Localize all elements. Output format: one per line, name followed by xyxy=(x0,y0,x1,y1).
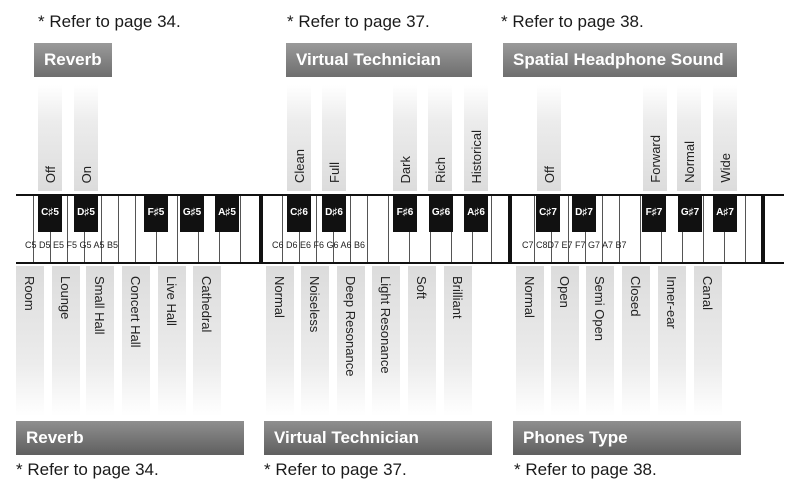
virtual-technician-top-header: Virtual Technician xyxy=(286,43,472,77)
black-key-c-sharp-6: C♯6 xyxy=(287,196,311,232)
vt-type-normal: Normal xyxy=(266,266,294,416)
vt-type-light-resonance: Light Resonance xyxy=(372,266,400,416)
vt-option-clean: Clean xyxy=(287,85,311,191)
white-keys-octave-7: C7 C8D7 E7 F7 G7 A7 B7 xyxy=(522,240,627,250)
black-key-a-sharp-6: A♯6 xyxy=(464,196,488,232)
vt-type-deep-resonance: Deep Resonance xyxy=(337,266,365,416)
virtual-technician-bottom-header: Virtual Technician xyxy=(264,421,492,455)
vt-option-dark: Dark xyxy=(393,85,417,191)
black-key-f-sharp-6: F♯6 xyxy=(393,196,417,232)
octave-divider xyxy=(508,196,512,262)
vt-type-soft: Soft xyxy=(408,266,436,416)
phones-type-semi-open: Semi Open xyxy=(586,266,614,416)
black-key-c-sharp-7: C♯7 xyxy=(536,196,560,232)
black-key-d-sharp-5: D♯5 xyxy=(74,196,98,232)
phones-type-normal: Normal xyxy=(516,266,544,416)
spatial-sound-top-header: Spatial Headphone Sound xyxy=(503,43,737,77)
reverb-type-live-hall: Live Hall xyxy=(158,266,186,416)
vt-option-rich: Rich xyxy=(428,85,452,191)
reverb-type-small-hall: Small Hall xyxy=(86,266,114,416)
spatial-sound-top-reference: * Refer to page 38. xyxy=(501,12,644,31)
spatial-option-off: Off xyxy=(537,85,561,191)
white-keys-octave-5: C5 D5 E5 F5 G5 A5 B5 xyxy=(25,240,119,250)
reverb-bottom-header: Reverb xyxy=(16,421,244,455)
black-key-a-sharp-5: A♯5 xyxy=(215,196,239,232)
keyboard-right-edge xyxy=(761,196,765,262)
spatial-option-wide: Wide xyxy=(713,85,737,191)
phones-type-bottom-header: Phones Type xyxy=(513,421,741,455)
reverb-top-reference: * Refer to page 34. xyxy=(38,12,181,31)
phones-type-open: Open xyxy=(551,266,579,416)
reverb-option-on: On xyxy=(74,85,98,191)
reverb-bottom-reference: * Refer to page 34. xyxy=(16,460,159,479)
octave-divider xyxy=(259,196,263,262)
phones-type-canal: Canal xyxy=(694,266,722,416)
black-key-a-sharp-7: A♯7 xyxy=(713,196,737,232)
phones-type-bottom-reference: * Refer to page 38. xyxy=(514,460,657,479)
reverb-type-cathedral: Cathedral xyxy=(193,266,221,416)
reverb-type-room: Room xyxy=(16,266,44,416)
vt-type-brilliant: Brilliant xyxy=(444,266,472,416)
virtual-technician-bottom-reference: * Refer to page 37. xyxy=(264,460,407,479)
black-key-c-sharp-5: C♯5 xyxy=(38,196,62,232)
phones-type-closed: Closed xyxy=(622,266,650,416)
reverb-type-concert-hall: Concert Hall xyxy=(122,266,150,416)
white-keys-octave-6: C6 D6 E6 F6 G6 A6 B6 xyxy=(272,240,366,250)
black-key-d-sharp-7: D♯7 xyxy=(572,196,596,232)
reverb-option-off: Off xyxy=(38,85,62,191)
black-key-g-sharp-6: G♯6 xyxy=(429,196,453,232)
reverb-top-header: Reverb xyxy=(34,43,112,77)
keyboard-strip: C♯5 D♯5 F♯5 G♯5 A♯5 C♯6 D♯6 F♯6 G♯6 A♯6 … xyxy=(16,194,784,264)
vt-option-full: Full xyxy=(322,85,346,191)
black-key-d-sharp-6: D♯6 xyxy=(322,196,346,232)
black-key-g-sharp-5: G♯5 xyxy=(180,196,204,232)
spatial-option-normal: Normal xyxy=(677,85,701,191)
vt-option-historical: Historical xyxy=(464,85,488,191)
vt-type-noiseless: Noiseless xyxy=(301,266,329,416)
black-key-f-sharp-5: F♯5 xyxy=(144,196,168,232)
reverb-type-lounge: Lounge xyxy=(52,266,80,416)
virtual-technician-top-reference: * Refer to page 37. xyxy=(287,12,430,31)
black-key-g-sharp-7: G♯7 xyxy=(678,196,702,232)
black-key-f-sharp-7: F♯7 xyxy=(642,196,666,232)
spatial-option-forward: Forward xyxy=(643,85,667,191)
phones-type-inner-ear: Inner-ear xyxy=(658,266,686,416)
